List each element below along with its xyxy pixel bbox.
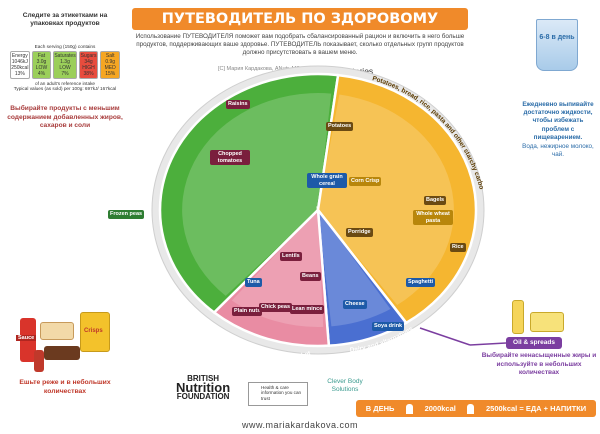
oil-pointer-line [419,327,471,346]
label-heading: Следите за этикетками на упаковках проду… [22,12,108,27]
oil-note: Выбирайте ненасыщенные жиры и используйт… [481,352,597,376]
food-label: Corn Crisp [349,177,382,186]
water-glass: 6-8 в день [536,19,578,71]
food-label: Spaghetti [406,278,436,287]
spread-tub [530,312,564,332]
food-label: Raisins [226,100,250,109]
left-note: Выбирайте продукты с меньшим содержанием… [7,105,123,129]
plate-segment-inner-0 [182,93,332,296]
drinks-note: Вода, нежирное молоко, чай. [522,143,594,159]
food-label: Bagels [424,196,447,205]
food-label: Tuna [245,278,262,287]
crisps-bag [80,312,110,352]
food-label: Lentils [280,252,302,261]
plate-segment-1 [316,73,478,325]
crisps-label: Crisps [84,328,103,334]
intro-text: Использование ПУТЕВОДИТЕЛЯ поможет вам п… [135,33,465,56]
food-label: Soya drink [372,322,405,331]
cake-slice [40,322,74,340]
instagram-handle: marysstories [325,65,374,76]
website-url[interactable]: www.mariakardakova.com [241,420,359,430]
social-links: marysstories pitanie_ru [311,64,421,90]
credit-text: [C] Мария Кардакова, ANutr, MSc [218,66,303,72]
footer-bar: В ДЕНЬ 2000kcal 2500kcal = ЕДА + НАПИТКИ [356,400,596,417]
bnf-logo: BRITISH Nutrition FOUNDATION [176,374,230,401]
food-label: Plain nuts [232,307,263,316]
food-label: Whole wheat pasta [413,210,453,225]
segment-label-fruit: Fruit and vegetables [148,97,198,153]
food-label: Whole grain cereal [307,173,347,188]
food-label: Chopped tomatoes [210,150,250,165]
typical-text: Typical values (as sold) per 100g: 697kJ… [13,86,117,91]
serving-text: Each serving (150g) contains [34,44,96,49]
telegram-link[interactable]: pitanie_ru [311,77,421,90]
bnf-line3: FOUNDATION [176,392,230,401]
bnf-line1: BRITISH [187,374,220,383]
food-label: Potatoes [326,122,354,131]
instagram-link[interactable]: marysstories [311,64,421,77]
food-label: Chick peas [259,303,293,312]
instagram-icon [311,65,321,76]
sauce-label: Sauce [16,335,37,341]
left-bottom-note: Ешьте реже и в небольших количествах [19,379,111,395]
reference-text: of an adult's reference intake [34,81,96,86]
cola-can [34,350,44,372]
oil-pointer-line-2 [469,342,507,346]
hydration-note: Ежедневно выпивайте достаточно жидкости,… [522,101,594,141]
men-icon [467,403,475,414]
chocolate-bar [44,346,80,360]
per-day-label: В ДЕНЬ [365,404,395,413]
women-kcal: 2000kcal [424,404,456,413]
food-label: Frozen peas [108,210,145,219]
food-label: Cheese [343,300,367,309]
telegram-icon [311,78,321,89]
food-label: Porridge [346,228,373,237]
oil-badge: Oil & spreads [506,337,562,349]
food-label: Lean mince [290,305,325,314]
health-care-badge: Health & care information you can trust [248,382,308,406]
telegram-handle: pitanie_ru [325,78,363,89]
men-kcal: 2500kcal = ЕДА + НАПИТКИ [485,404,587,413]
oil-bottle [512,300,524,334]
bnf-line2: Nutrition [176,380,231,395]
women-icon [406,403,413,414]
cbs-logo: Clever Body Solutions [327,378,363,393]
food-label: Rice [450,243,466,252]
food-label: Beans [300,272,321,281]
page-title: ПУТЕВОДИТЕЛЬ ПО ЗДОРОВОМУ РАЦИОНУ [132,8,468,49]
